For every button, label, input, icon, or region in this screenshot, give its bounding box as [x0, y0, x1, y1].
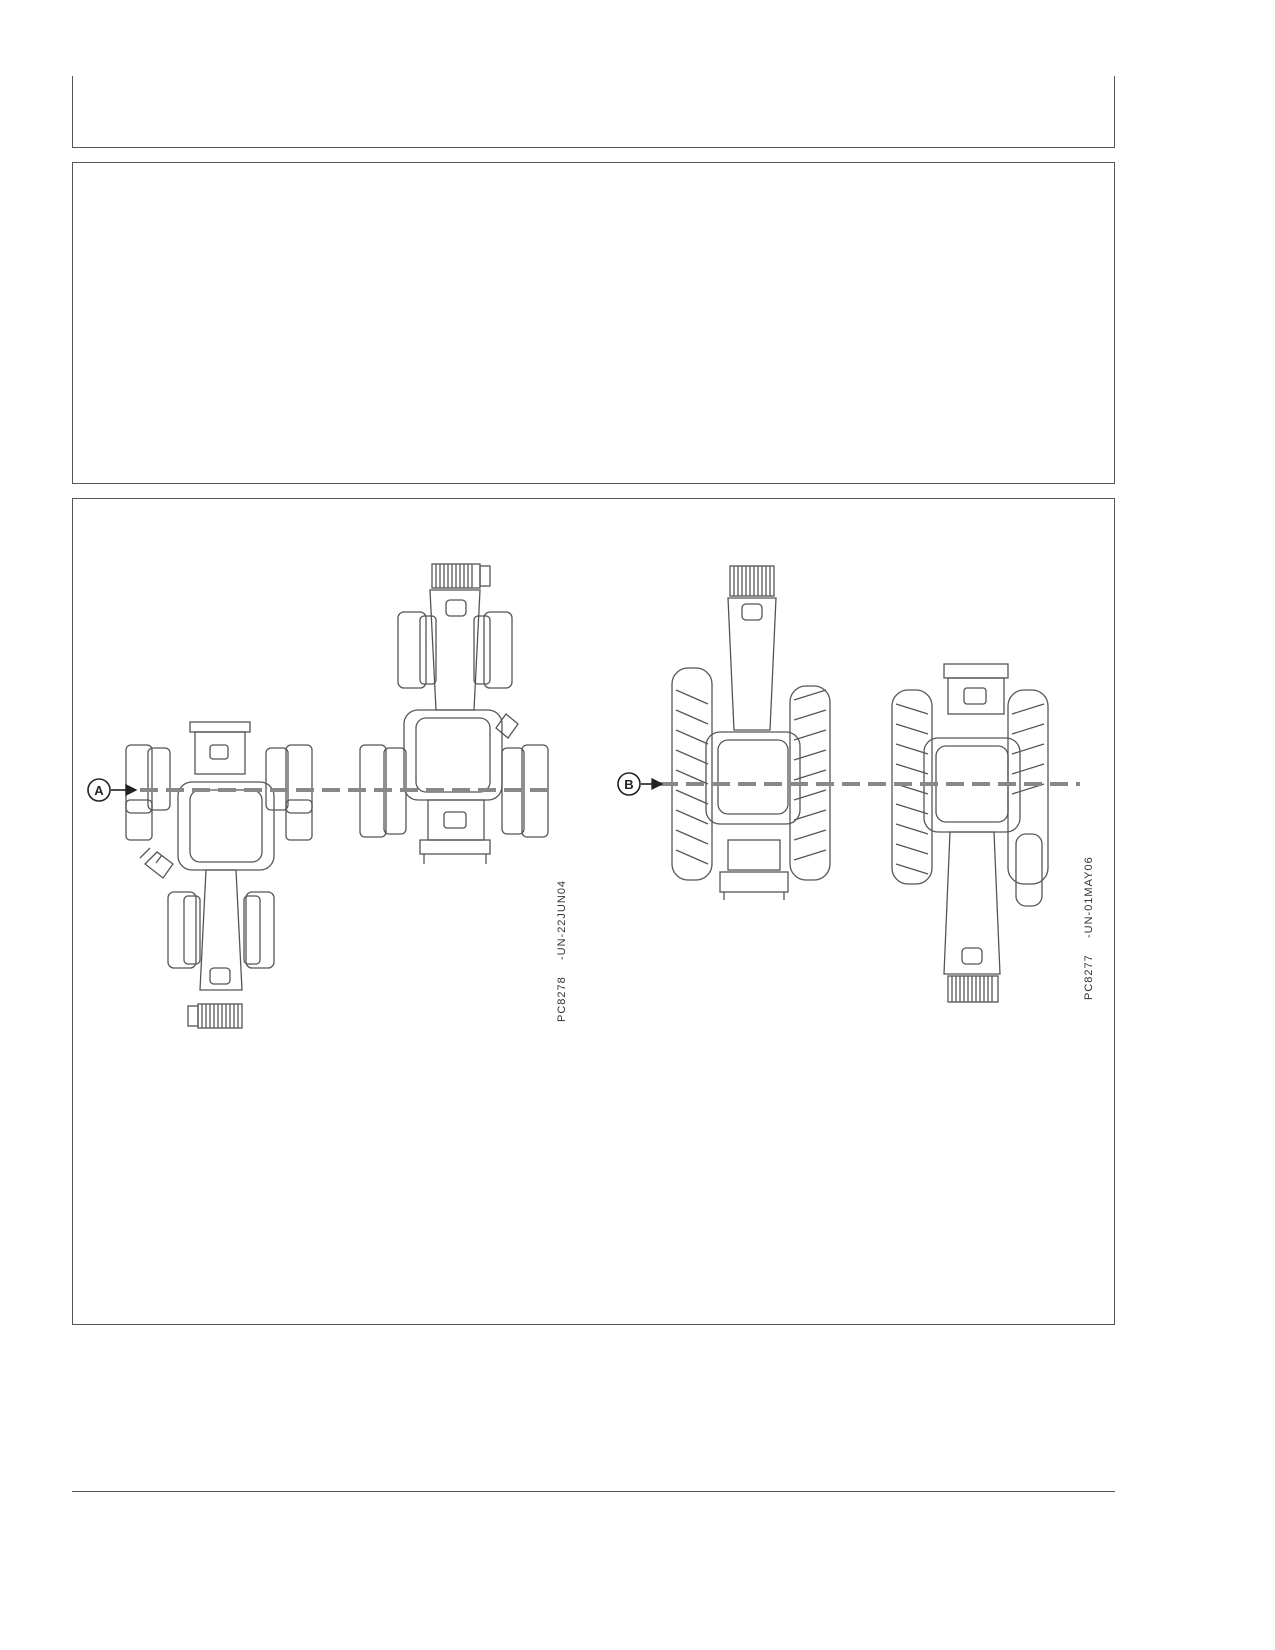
- footer-rule: [72, 1491, 1115, 1492]
- callout-b: [617, 772, 664, 796]
- image-code-left: PC8278 -UN-22JUN04: [556, 879, 568, 1022]
- top-text-box: [72, 76, 1115, 148]
- callout-b-label: B: [624, 777, 633, 792]
- callout-a: [87, 778, 138, 802]
- wheeled-tractor-left: [125, 721, 313, 1029]
- middle-text-box: [72, 162, 1115, 484]
- image-code-right: PC8277 -UN-01MAY06: [1083, 856, 1095, 1000]
- callout-a-label: A: [94, 783, 104, 798]
- track-tractor-right: [891, 663, 1049, 1003]
- track-tractor-left: [671, 565, 831, 900]
- wheeled-tractor-right: [359, 563, 549, 864]
